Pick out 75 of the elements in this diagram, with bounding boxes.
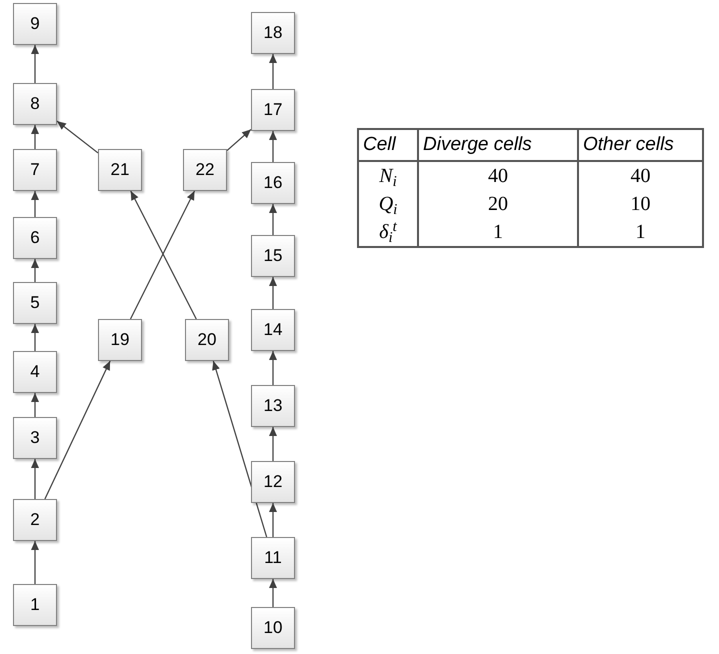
cell-number: 3 — [30, 427, 40, 450]
cell-box — [13, 217, 57, 259]
cell-box — [98, 149, 142, 191]
arrow — [269, 54, 277, 89]
arrow — [31, 541, 39, 584]
cell-number: 21 — [110, 159, 130, 182]
arrow — [269, 579, 277, 607]
cell-number: 11 — [264, 547, 282, 570]
cell-number: 15 — [264, 245, 282, 268]
cell-box — [251, 12, 295, 54]
arrow — [31, 393, 39, 417]
arrow — [269, 351, 277, 385]
cell-number: 14 — [264, 319, 282, 342]
value-cell: 10 — [578, 190, 703, 218]
value-cell: 40 — [418, 161, 578, 190]
arrow — [31, 324, 39, 351]
arrow — [269, 204, 277, 235]
column-header: Cell — [358, 129, 418, 161]
cell-number: 7 — [30, 159, 40, 182]
cell-box — [185, 319, 229, 361]
cell-number: 1 — [30, 594, 40, 616]
cell-number: 17 — [264, 99, 282, 122]
cell-number: 8 — [30, 93, 40, 116]
value-cell: 20 — [418, 190, 578, 218]
cell-box — [251, 537, 295, 579]
cell-box — [183, 149, 227, 191]
arrow — [212, 360, 268, 538]
arrow — [269, 277, 277, 309]
cell-number: 10 — [264, 617, 282, 640]
cell-box — [251, 461, 295, 503]
arrow — [226, 128, 252, 152]
arrow — [31, 191, 39, 217]
cell-box — [251, 607, 295, 649]
arrow — [269, 131, 277, 162]
cell-number: 9 — [30, 13, 40, 36]
value-cell: 40 — [578, 161, 703, 190]
cell-box — [13, 282, 57, 324]
symbol-cell: N$_{i}$ — [358, 161, 418, 190]
value-cell: 1 — [578, 218, 703, 247]
arrow — [31, 45, 39, 83]
arrow — [44, 360, 111, 500]
cell-box — [13, 83, 57, 125]
cell-box — [13, 584, 57, 626]
cell-number: 12 — [264, 471, 282, 494]
column-header: Other cells — [578, 129, 703, 161]
symbol-cell: Q$_{i}$ — [358, 190, 418, 218]
cell-number: 2 — [30, 509, 40, 532]
arrow — [31, 125, 39, 149]
cell-number: 4 — [30, 361, 40, 384]
arrow — [56, 120, 98, 154]
cell-number: 18 — [264, 22, 282, 44]
cell-box — [13, 3, 57, 45]
cell-number: 22 — [196, 159, 214, 182]
cell-number: 13 — [264, 395, 282, 418]
cell-box — [251, 162, 295, 204]
arrow — [269, 427, 277, 461]
cell-box — [251, 309, 295, 351]
cell-box — [251, 235, 295, 277]
arrow — [269, 503, 277, 537]
column-header: Diverge cells — [418, 129, 578, 161]
cell-box — [13, 149, 57, 191]
cell-box — [13, 417, 57, 459]
cell-box — [251, 89, 295, 131]
cell-number: 16 — [264, 172, 282, 194]
cell-box — [13, 499, 57, 541]
cell-number: 20 — [198, 329, 216, 352]
cell-number: 6 — [30, 227, 40, 250]
cell-box — [251, 385, 295, 427]
cell-number: 5 — [30, 292, 40, 314]
cell-number: 19 — [110, 329, 130, 352]
arrow — [31, 459, 39, 499]
arrow — [31, 259, 39, 282]
cell-box — [13, 351, 57, 393]
value-cell: 1 — [418, 218, 578, 247]
cell-box — [98, 319, 142, 361]
